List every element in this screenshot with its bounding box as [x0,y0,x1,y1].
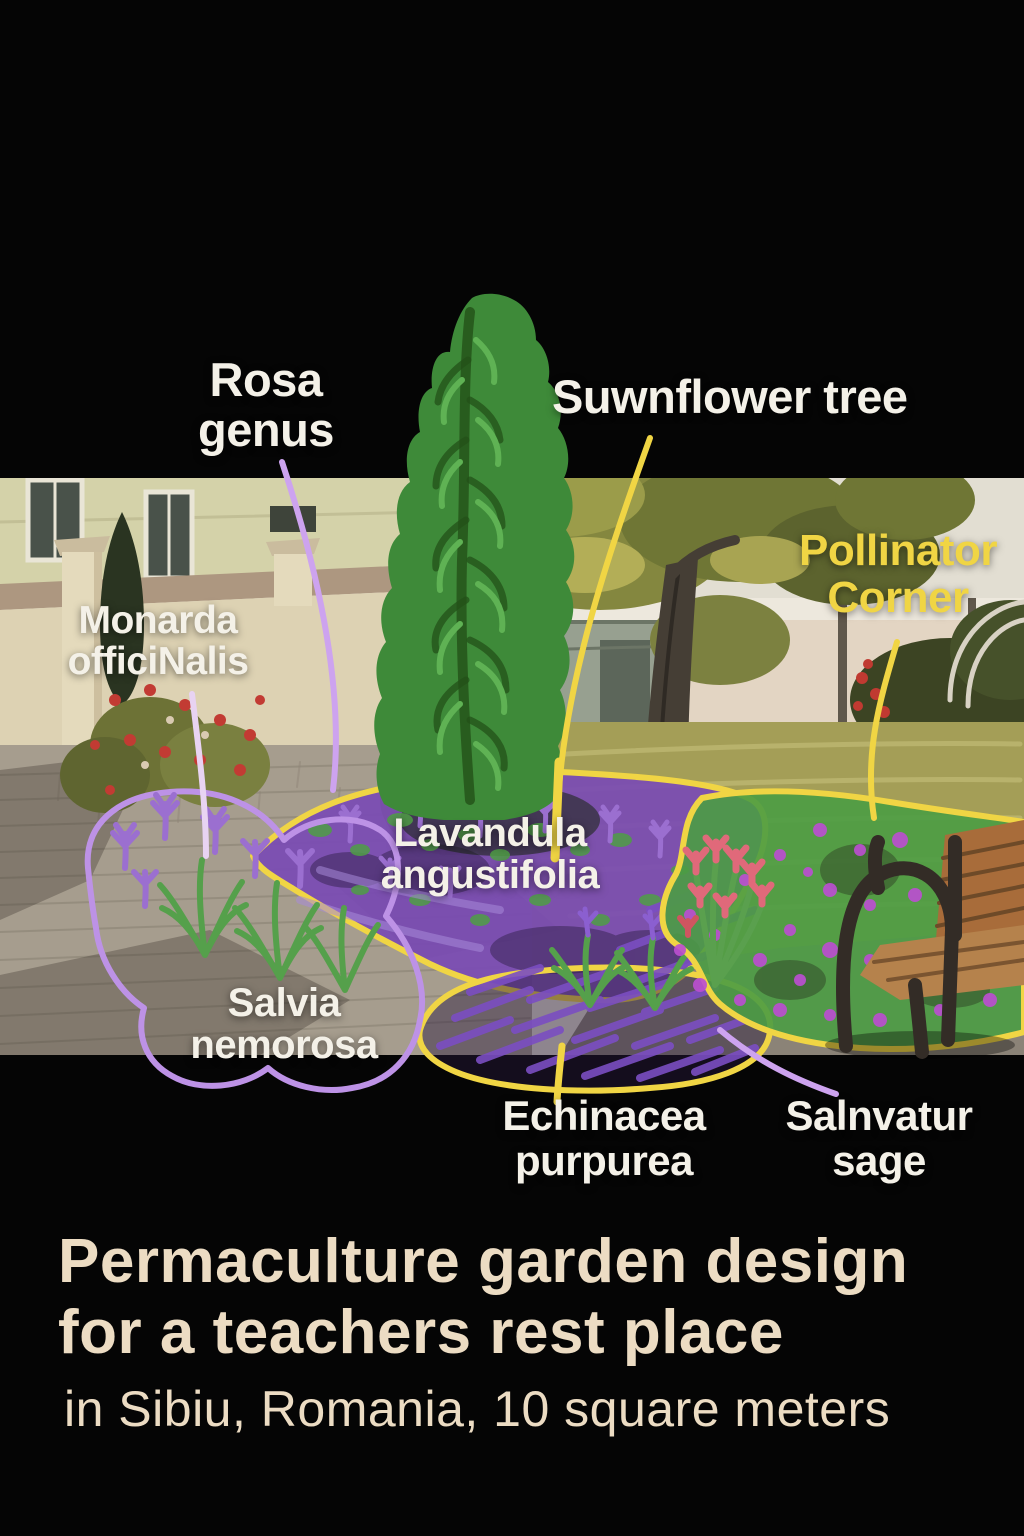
label-line: purpurea [514,1136,694,1184]
label-line: angustifolia [380,853,600,898]
label-line: Monarda [78,599,238,642]
pollinator-corner-bed [659,788,1024,1059]
label-line: Echinacea [502,1092,706,1139]
label-line: sage [832,1136,926,1184]
caption-title-line1: Permaculture garden design [58,1227,909,1296]
annotation-drawings [84,293,1024,1106]
caption-subtitle: in Sibiu, Romania, 10 square meters [64,1381,891,1437]
pollinator-leader-line [867,639,900,821]
label-salvia-nemorosa: Salvia nemorosa [156,982,412,1067]
bottom-black-matte [0,1055,1024,1536]
drawn-sunflower-tree [374,293,575,820]
salvia-bed [84,788,426,1093]
echinacea-leader-line [553,1042,566,1106]
label-sunflower-tree: Suwnflower tree [552,372,972,422]
label-line: Salvia [227,981,341,1025]
caption-title-line2: for a teachers rest place [58,1298,784,1367]
label-echinacea-purpurea: Echinacea purpurea [466,1092,742,1184]
sunflower-leader-tick [550,757,564,863]
label-line: genus [198,402,334,456]
salnvatur-leader-line [717,1027,839,1097]
sunflower-leader-line [555,435,653,803]
park-bench [825,820,1024,1059]
leader-lines [189,435,900,1106]
label-line: Salnvatur [785,1092,973,1139]
rosa-leader-line [279,459,339,793]
label-lavandula-angustifolia: Lavandula angustifolia [332,812,648,897]
label-line: Pollinator [799,526,997,575]
label-salnvatur-sage: Salnvatur sage [748,1092,1010,1184]
label-line: Corner [827,572,969,622]
pink-flowers [677,834,775,988]
label-line: nemorosa [190,1023,378,1068]
label-line: Rosa [209,353,323,406]
label-line: Suwnflower tree [552,370,908,423]
label-rosa-genus: Rosa genus [148,355,384,455]
monarda-leader-line [189,691,209,859]
label-pollinator-corner: Pollinator Corner [772,526,1024,622]
echinacea-bed [416,882,774,1094]
label-monarda-officinalis: Monarda officiNalis [30,600,286,683]
label-line: officiNalis [67,640,249,684]
label-line: Lavandula [393,811,587,855]
